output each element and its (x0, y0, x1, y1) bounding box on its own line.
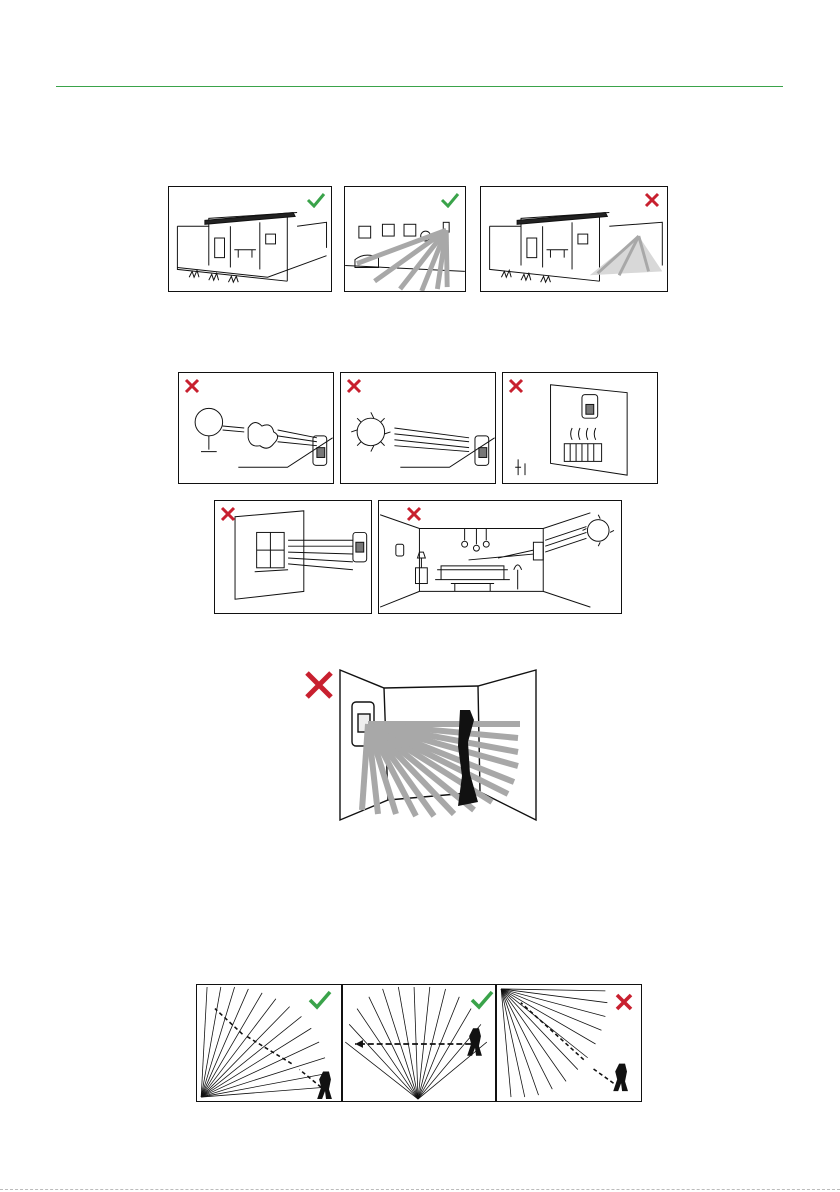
radiator-heat-illustration (503, 373, 657, 483)
panel-fan-bad (178, 372, 334, 484)
check-icon (306, 192, 326, 208)
cross-icon (304, 670, 334, 700)
cross-icon (644, 192, 660, 208)
panel-window-bad (214, 500, 372, 614)
check-icon (440, 192, 460, 208)
direct-sunlight-illustration (341, 373, 495, 483)
panel-sunlight-bad (340, 372, 496, 484)
fan-airflow-illustration (179, 373, 333, 483)
cross-icon (508, 378, 524, 394)
window-illustration (215, 501, 371, 613)
house-exterior-beam-illustration (481, 187, 667, 291)
page-bottom-edge (0, 1189, 840, 1190)
person-figure (613, 1064, 628, 1092)
check-icon (308, 990, 332, 1010)
panel-obstruction-bad (338, 664, 550, 822)
cross-icon (614, 992, 634, 1012)
detection-beams (357, 230, 447, 291)
header-rule (56, 86, 783, 87)
cross-icon (346, 378, 362, 394)
panel-house-beam-outdoors-bad (480, 186, 668, 292)
obstruction-illustration (338, 664, 550, 822)
panel-radiator-bad (502, 372, 658, 484)
cross-icon (220, 506, 236, 522)
cross-icon (184, 378, 200, 394)
check-icon (470, 990, 494, 1010)
cross-icon (406, 506, 422, 522)
person-figure (467, 1028, 482, 1056)
detection-beams (362, 724, 520, 816)
